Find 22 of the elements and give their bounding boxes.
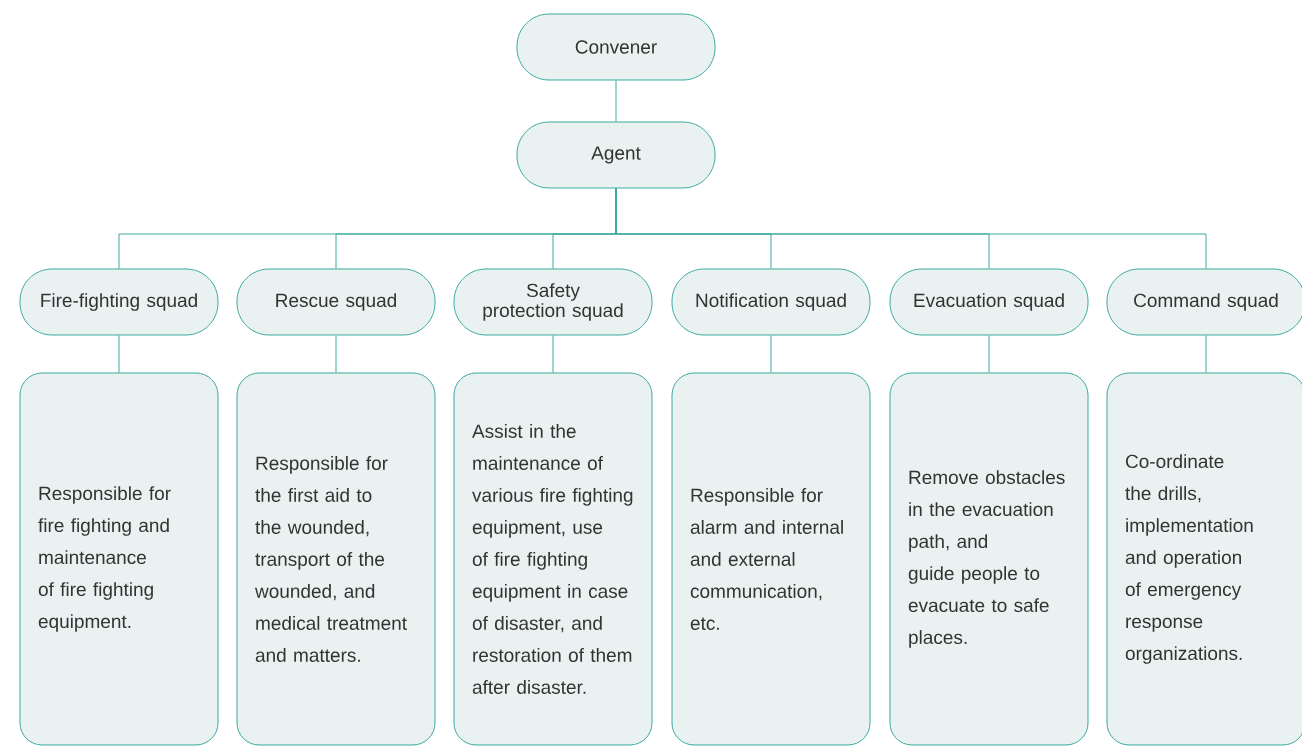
squad-box: Safety protection squad — [453, 268, 653, 336]
squad-box: Rescue squad — [236, 268, 436, 336]
connector-line — [615, 188, 1207, 269]
connector-line — [118, 335, 120, 373]
duty-box: Responsible for fire fighting and maintenance of fire fighting equipment. — [19, 372, 219, 746]
duty-box: Responsible for the first aid to the wounded, transport of the wounded, and medical treatment and matters. — [236, 372, 436, 746]
connector-line — [335, 335, 337, 373]
squad-box: Fire-fighting squad — [19, 268, 219, 336]
duty-box: Assist in the maintenance of various fire fighting equipment, use of fire fighting equipment in case of disaster, and restoration of them after disaster. — [453, 372, 653, 746]
duty-box: Remove obstacles in the evacuation path, and guide people to evacuate to safe places. — [889, 372, 1089, 746]
role-box: Convener — [516, 13, 716, 81]
squad-box: Notification squad — [671, 268, 871, 336]
squad-box: Command squad — [1106, 268, 1302, 336]
role-box: Agent — [516, 121, 716, 189]
duty-box: Responsible for alarm and internal and external communication, etc. — [671, 372, 871, 746]
squad-box: Evacuation squad — [889, 268, 1089, 336]
duty-box: Co-ordinate the drills, implementation and operation of emergency response organizations. — [1106, 372, 1302, 746]
connector-line — [615, 80, 617, 122]
connector-line — [552, 335, 554, 373]
connector-line — [770, 335, 772, 373]
connector-line — [988, 335, 990, 373]
connector-line — [1205, 335, 1207, 373]
